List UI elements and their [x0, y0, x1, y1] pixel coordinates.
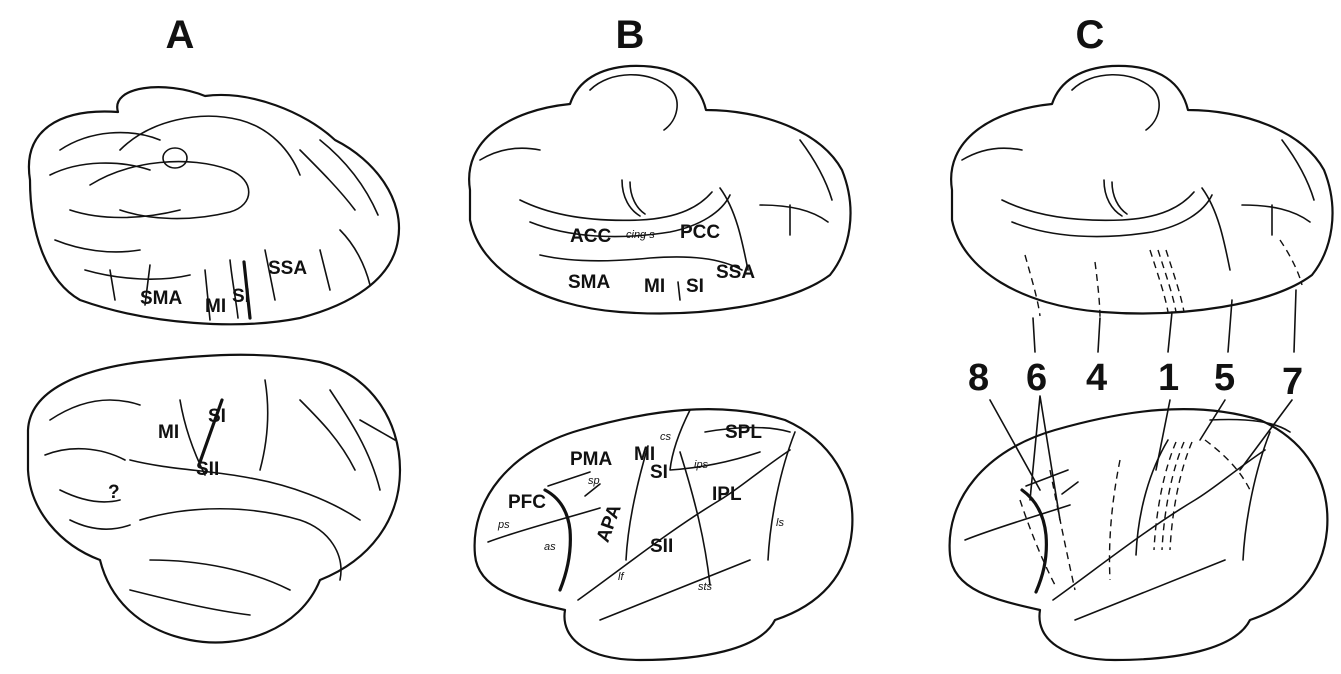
panel-b-lateral-brain: PMA MI cs SPL sp SI ips IPL PFC APA ps a…	[475, 409, 853, 660]
panel-a-lateral-brain: MI SI SII ?	[28, 355, 400, 643]
panel-a-medial-mi: MI	[205, 296, 226, 317]
panel-b-medial-brain: ACC cing s PCC SMA MI SI SSA	[469, 66, 850, 314]
panel-b-medial-pcc: PCC	[680, 222, 720, 243]
panel-b-lateral-sp: sp	[588, 475, 600, 487]
panel-b-lateral-si: SI	[650, 462, 668, 483]
panel-b-medial-mi: MI	[644, 276, 665, 297]
panel-b-lateral-sii: SII	[650, 536, 673, 557]
panel-b-lateral-ips: ips	[694, 459, 709, 471]
panel-b-medial-sma: SMA	[568, 272, 611, 293]
panel-a-medial-sma: SMA	[140, 288, 183, 309]
panel-c-area-4: 4	[1086, 357, 1107, 399]
panel-b-medial-si: SI	[686, 276, 704, 297]
panel-letter-b: B	[616, 13, 645, 57]
panel-b-lateral-sts: sts	[698, 581, 713, 593]
panel-c-medial-brain	[951, 66, 1332, 318]
panel-a-lateral-mi: MI	[158, 422, 179, 443]
panel-a-medial-ssa: SSA	[268, 258, 307, 279]
panel-b-medial-ssa: SSA	[716, 262, 755, 283]
panel-c-area-1: 1	[1158, 357, 1179, 399]
panel-c-area-6: 6	[1026, 357, 1047, 399]
panel-b-lateral-ls: ls	[776, 517, 784, 529]
panel-letter-a: A	[166, 13, 195, 57]
panel-a-lateral-q: ?	[108, 482, 120, 503]
panel-a-lateral-sii: SII	[196, 459, 219, 480]
panel-b-lateral-lf: lf	[618, 571, 624, 583]
panel-c-lateral-brain	[950, 409, 1328, 660]
panel-b-lateral-cs: cs	[660, 431, 672, 443]
panel-a-lateral-si: SI	[208, 406, 226, 427]
panel-c-area-5: 5	[1214, 357, 1235, 399]
panel-c-area-7: 7	[1282, 361, 1303, 403]
panel-b-lateral-ps: ps	[497, 519, 510, 531]
panel-b-medial-cing: cing s	[626, 229, 655, 241]
panel-b-medial-acc: ACC	[570, 226, 611, 247]
panel-a-medial-si: SI	[232, 286, 250, 307]
panel-b-lateral-spl: SPL	[725, 422, 762, 443]
panel-letter-c: C	[1076, 13, 1105, 57]
panel-b-lateral-pfc: PFC	[508, 492, 546, 513]
panel-b-lateral-ipl: IPL	[712, 484, 742, 505]
panel-b-lateral-as: as	[544, 541, 556, 553]
panel-b-lateral-pma: PMA	[570, 449, 613, 470]
panel-a-medial-brain: SMA MI SI SSA	[29, 87, 399, 324]
panel-c-area-8: 8	[968, 357, 989, 399]
